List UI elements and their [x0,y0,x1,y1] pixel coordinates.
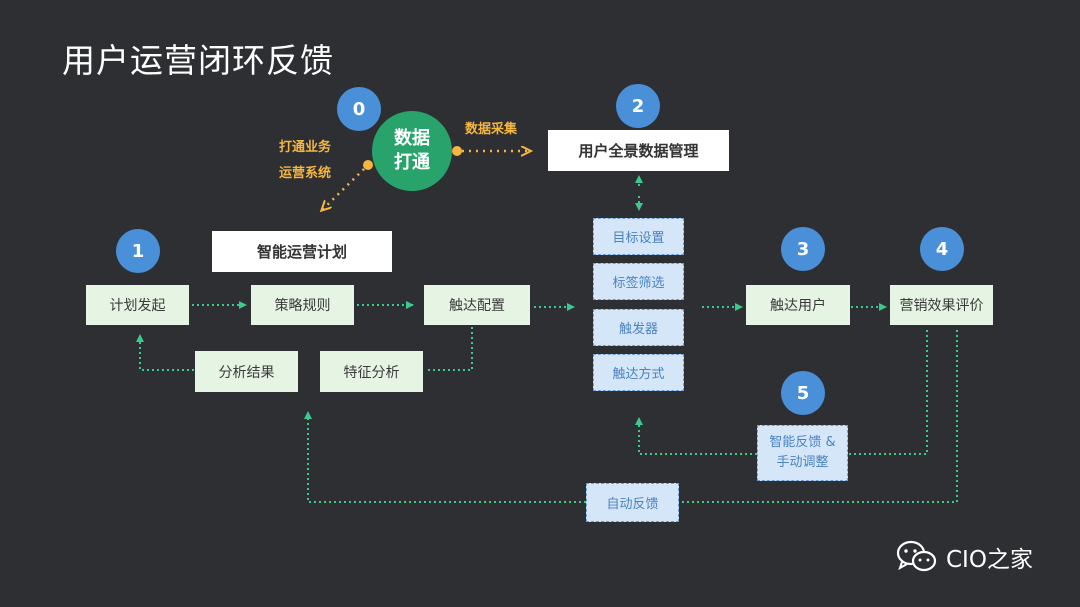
config-item-reach-method: 触达方式 [593,354,684,391]
step-1-badge: 1 [116,229,160,273]
analysis-result-box: 分析结果 [195,351,298,392]
config-item-trigger: 触发器 [593,309,684,346]
page-title: 用户运营闭环反馈 [62,41,334,80]
wechat-icon [896,540,937,572]
smart-feedback-line-2: 手动调整 [776,455,829,470]
brand-watermark: CIO之家 [896,540,1033,574]
hub-line-1: 数据 [394,128,430,149]
auto-feedback-box: 自动反馈 [586,483,679,522]
step-2-badge: 2 [616,84,660,128]
smart-feedback-box: 智能反馈 & 手动调整 [757,425,848,481]
reach-config-box: 触达配置 [424,285,530,325]
flow-arrows [136,175,958,503]
config-item-target: 目标设置 [593,218,684,255]
connect-arrow [322,160,373,210]
plan-start-box: 计划发起 [86,285,189,325]
step-4-badge: 4 [920,227,964,271]
feature-analysis-box: 特征分析 [320,351,423,392]
collect-label: 数据采集 [465,122,518,137]
strategy-box: 策略规则 [251,285,354,325]
connect-label-line-2: 运营系统 [279,166,332,181]
collect-arrow [452,146,530,156]
config-item-tags: 标签筛选 [593,263,684,300]
step-0-badge: 0 [337,87,381,131]
evaluation-box: 营销效果评价 [890,285,993,325]
connect-label-line-1: 打通业务 [279,140,332,155]
reach-user-box: 触达用户 [746,285,850,325]
brand-name: CIO之家 [946,547,1033,573]
data-integration-hub: 数据 打通 [372,111,452,191]
hub-line-2: 打通 [394,152,430,173]
step-3-badge: 3 [781,227,825,271]
data-management-box: 用户全景数据管理 [548,130,729,171]
smart-feedback-line-1: 智能反馈 & [769,435,836,450]
step-5-badge: 5 [781,371,825,415]
plan-title-box: 智能运营计划 [212,231,392,272]
